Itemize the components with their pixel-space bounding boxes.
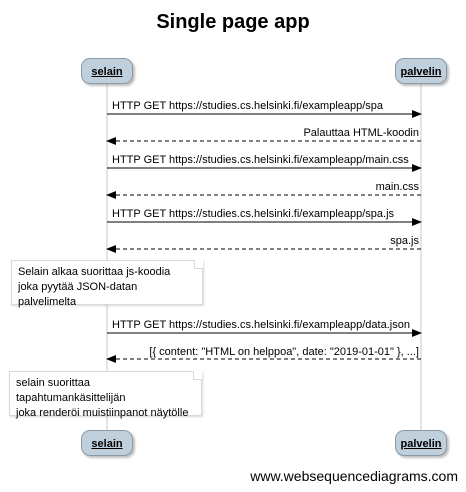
message-label: main.css xyxy=(375,181,419,193)
note-line: selain suorittaa tapahtumankäsittelijän xyxy=(16,377,126,404)
actor-selain-bottom: selain xyxy=(81,430,133,456)
message-label: HTTP GET https://studies.cs.helsinki.fi/… xyxy=(112,154,409,166)
note-line: joka pyytää JSON-datan palvelimelta xyxy=(18,281,138,308)
actor-selain-top: selain xyxy=(81,58,133,84)
actor-palvelin-top: palvelin xyxy=(395,58,447,84)
message-label: HTTP GET https://studies.cs.helsinki.fi/… xyxy=(112,319,410,331)
message-label: HTTP GET https://studies.cs.helsinki.fi/… xyxy=(112,100,384,112)
note-box: selain suorittaa tapahtumankäsittelijän … xyxy=(9,371,202,419)
message-label: Palauttaa HTML-koodin xyxy=(303,127,419,139)
actor-palvelin-bottom: palvelin xyxy=(395,430,447,456)
watermark: www.websequencediagrams.com xyxy=(250,468,458,484)
message-label: HTTP GET https://studies.cs.helsinki.fi/… xyxy=(112,208,395,220)
message-label: [{ content: "HTML on helppoa", date: "20… xyxy=(149,346,419,358)
note-box: Selain alkaa suorittaa js-koodia joka py… xyxy=(11,260,203,308)
note-line: joka renderöi muistiinpanot näytölle xyxy=(16,407,189,419)
diagram-title: Single page app xyxy=(156,11,310,33)
message-label: spa.js xyxy=(390,235,419,247)
note-line: Selain alkaa suorittaa js-koodia xyxy=(18,266,171,278)
